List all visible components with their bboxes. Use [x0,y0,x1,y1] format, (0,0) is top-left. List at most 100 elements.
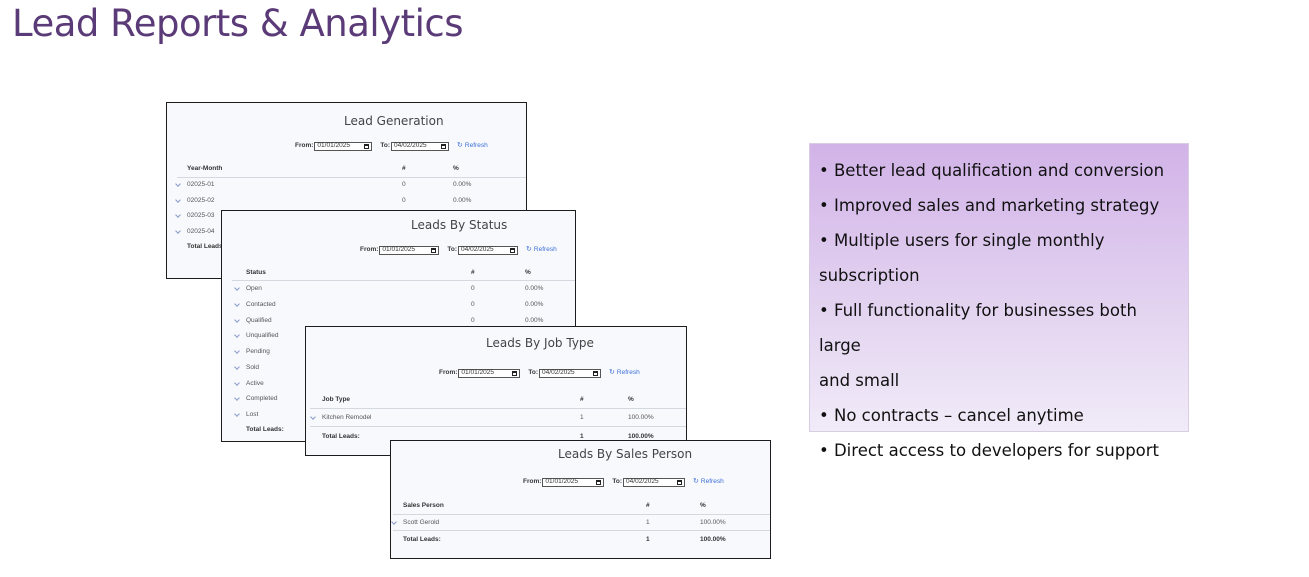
chevron-down-icon[interactable] [175,197,181,203]
row-label: 02025-02 [187,197,215,204]
chevron-down-icon[interactable] [234,364,240,370]
row-percent: 100.00% [700,519,726,526]
row-divider [310,426,686,427]
column-header: % [628,396,634,403]
column-header: Year-Month [187,165,223,172]
total-percent: 100.00% [700,536,726,543]
total-percent: 100.00% [628,433,654,440]
chevron-down-icon[interactable] [234,411,240,417]
row-label: Active [246,380,264,387]
row-percent: 0.00% [525,317,544,324]
row-count: 0 [471,317,475,324]
chevron-down-icon[interactable] [175,212,181,218]
calendar-icon [677,479,683,485]
row-label: Completed [246,395,278,402]
row-label: Unqualified [246,332,279,339]
from-date-input[interactable]: 01/01/2025 [314,141,373,151]
from-label: From: [523,478,542,485]
column-header: % [525,269,531,276]
column-header: Status [246,269,266,276]
benefit-item: • Direct access to developers for suppor… [819,441,1160,460]
column-header: Job Type [322,396,351,403]
from-label: From: [295,142,314,149]
benefits-panel: • Better lead qualification and conversi… [809,143,1189,460]
calendar-icon [364,143,370,149]
row-percent: 100.00% [628,414,654,421]
refresh-button[interactable]: ↻Refresh [693,477,724,487]
chevron-down-icon[interactable] [234,395,240,401]
total-count: 1 [580,433,584,440]
date-filters: From: 01/01/2025 To: 04/02/2025 ↻Refresh [360,245,557,255]
row-count: 0 [402,181,406,188]
calendar-icon [510,247,516,253]
refresh-icon: ↻ [693,478,699,485]
leads-by-job-type-card: Leads By Job Type From: 01/01/2025 To: 0… [305,326,687,456]
chevron-down-icon[interactable] [391,519,397,525]
total-label: Total Leads: [322,433,360,440]
chevron-down-icon[interactable] [175,181,181,187]
row-count: 0 [471,301,475,308]
calendar-icon [512,370,518,376]
chevron-down-icon[interactable] [234,348,240,354]
total-label: Total Leads: [246,426,284,433]
card-title: Lead Generation [344,114,444,128]
from-date-value: 01/01/2025 [461,369,494,376]
row-count: 0 [402,197,406,204]
from-label: From: [439,369,458,376]
benefit-item: subscription [819,266,920,285]
refresh-label: Refresh [616,369,640,376]
date-filters: From: 01/01/2025 To: 04/02/2025 ↻Refresh [523,477,724,487]
to-date-input[interactable]: 04/02/2025 [539,368,602,378]
refresh-button[interactable]: ↻Refresh [609,368,640,378]
chevron-down-icon[interactable] [234,380,240,386]
chevron-down-icon[interactable] [234,285,240,291]
to-label: To: [380,142,391,149]
to-label: To: [447,246,458,253]
chevron-down-icon[interactable] [310,414,316,420]
to-date-input[interactable]: 04/02/2025 [391,141,450,151]
row-label: 02025-01 [187,181,215,188]
header-divider [393,514,770,515]
refresh-icon: ↻ [609,369,615,376]
refresh-button[interactable]: ↻Refresh [457,141,488,151]
header-divider [232,280,575,281]
card-title: Leads By Sales Person [558,447,693,461]
total-count: 1 [646,536,650,543]
from-date-value: 01/01/2025 [317,142,350,149]
benefit-item: • Full functionality for businesses both… [819,301,1137,355]
to-date-value: 04/02/2025 [461,246,494,253]
row-label: Pending [246,348,270,355]
card-title: Leads By Status [411,218,508,232]
benefit-item: • Better lead qualification and conversi… [819,161,1165,180]
column-header: % [453,165,459,172]
row-label: Open [246,285,262,292]
from-date-value: 01/01/2025 [382,246,415,253]
from-date-input[interactable]: 01/01/2025 [379,245,440,255]
column-header: # [646,502,650,509]
refresh-icon: ↻ [457,142,463,149]
header-divider [177,177,526,178]
to-date-input[interactable]: 04/02/2025 [458,245,519,255]
chevron-down-icon[interactable] [234,317,240,323]
chevron-down-icon[interactable] [234,301,240,307]
from-date-input[interactable]: 01/01/2025 [542,477,605,487]
refresh-label: Refresh [533,246,557,253]
from-label: From: [360,246,379,253]
row-label: Qualified [246,317,272,324]
page-title: Lead Reports & Analytics [12,2,463,45]
row-label: Sold [246,364,260,371]
column-header: # [580,396,584,403]
benefit-item: and small [819,371,900,390]
chevron-down-icon[interactable] [175,228,181,234]
chevron-down-icon[interactable] [234,332,240,338]
benefit-item: • Improved sales and marketing strategy [819,196,1160,215]
row-label: Kitchen Remodel [322,414,372,421]
card-title: Leads By Job Type [486,336,594,350]
row-percent: 0.00% [453,197,472,204]
date-filters: From: 01/01/2025 To: 04/02/2025 ↻Refresh [439,368,640,378]
from-date-input[interactable]: 01/01/2025 [458,368,521,378]
refresh-icon: ↻ [526,246,532,253]
to-date-value: 04/02/2025 [542,369,575,376]
refresh-button[interactable]: ↻Refresh [526,245,557,255]
to-date-input[interactable]: 04/02/2025 [623,477,686,487]
